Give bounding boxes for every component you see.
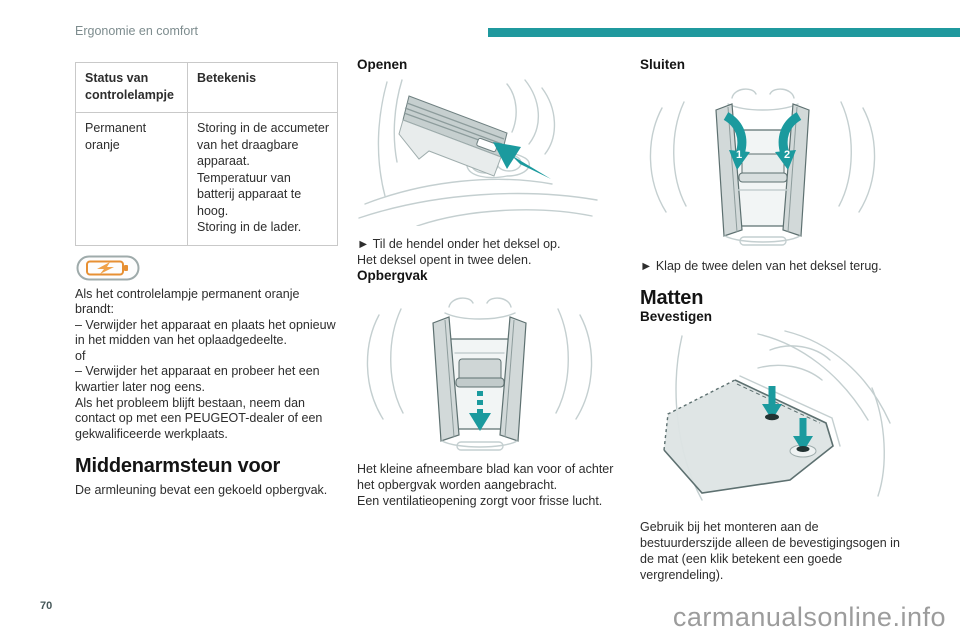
battery-charging-icon	[76, 255, 338, 281]
heading-matten: Matten	[640, 287, 704, 309]
header-accent-bar	[488, 28, 960, 37]
meaning-cell: Storing in de accumeter van het draagbar…	[187, 112, 338, 246]
sluiten-illustration: 1 2	[640, 78, 907, 253]
heading-openen: Openen	[357, 57, 408, 72]
indicator-warning-paragraph: Als het controlelampje permanent oranje …	[75, 286, 336, 441]
heading-bevestigen: Bevestigen	[640, 309, 713, 324]
heading-middenarmsteun: Middenarmsteun voor	[75, 455, 281, 478]
sluiten-instruction: ► Klap de twee delen van het deksel teru…	[640, 259, 882, 273]
watermark-text: carmanualsonline.info	[672, 602, 946, 632]
heading-opbergvak: Opbergvak	[357, 268, 428, 283]
armrest-intro-text: De armleuning bevat een gekoeld opbergva…	[75, 483, 328, 498]
opbergvak-illustration	[357, 289, 621, 456]
right-column: Sluiten 1	[640, 57, 907, 583]
opbergvak-note: Het kleine afneembare blad kan voor of a…	[357, 462, 614, 508]
heading-sluiten: Sluiten	[640, 57, 686, 72]
bevestigen-illustration	[640, 330, 907, 515]
open-direction-arrow-icon	[493, 142, 551, 179]
bevestigen-note: Gebruik bij het monteren aan de bestuurd…	[640, 520, 900, 582]
fixing-arrow-2-icon	[793, 418, 813, 452]
page-number: 70	[40, 600, 53, 612]
fixing-arrow-1-icon	[762, 386, 782, 420]
left-column: Status van controlelampje Betekenis Perm…	[75, 62, 338, 499]
table-row: Permanent oranje Storing in de accumeter…	[75, 112, 338, 246]
status-cell: Permanent oranje	[75, 112, 188, 246]
close-arrow-2-icon: 2	[775, 112, 802, 170]
status-column-header: Status van controlelampje	[75, 62, 188, 113]
running-header-title: Ergonomie en comfort	[75, 24, 198, 38]
tray-down-arrow-icon	[469, 391, 491, 431]
openen-instruction: ► Til de hendel onder het deksel op.	[357, 237, 561, 251]
middle-column: Openen	[357, 57, 621, 509]
openen-note: Het deksel opent in twee delen.	[357, 253, 532, 267]
close-arrow-1-icon: 1	[723, 112, 750, 170]
step-1-label: 1	[736, 149, 742, 161]
step-2-label: 2	[784, 149, 790, 161]
status-table: Status van controlelampje Betekenis Perm…	[75, 62, 338, 246]
meaning-column-header: Betekenis	[187, 62, 338, 113]
openen-illustration	[357, 78, 621, 231]
table-header-row: Status van controlelampje Betekenis	[75, 62, 338, 113]
